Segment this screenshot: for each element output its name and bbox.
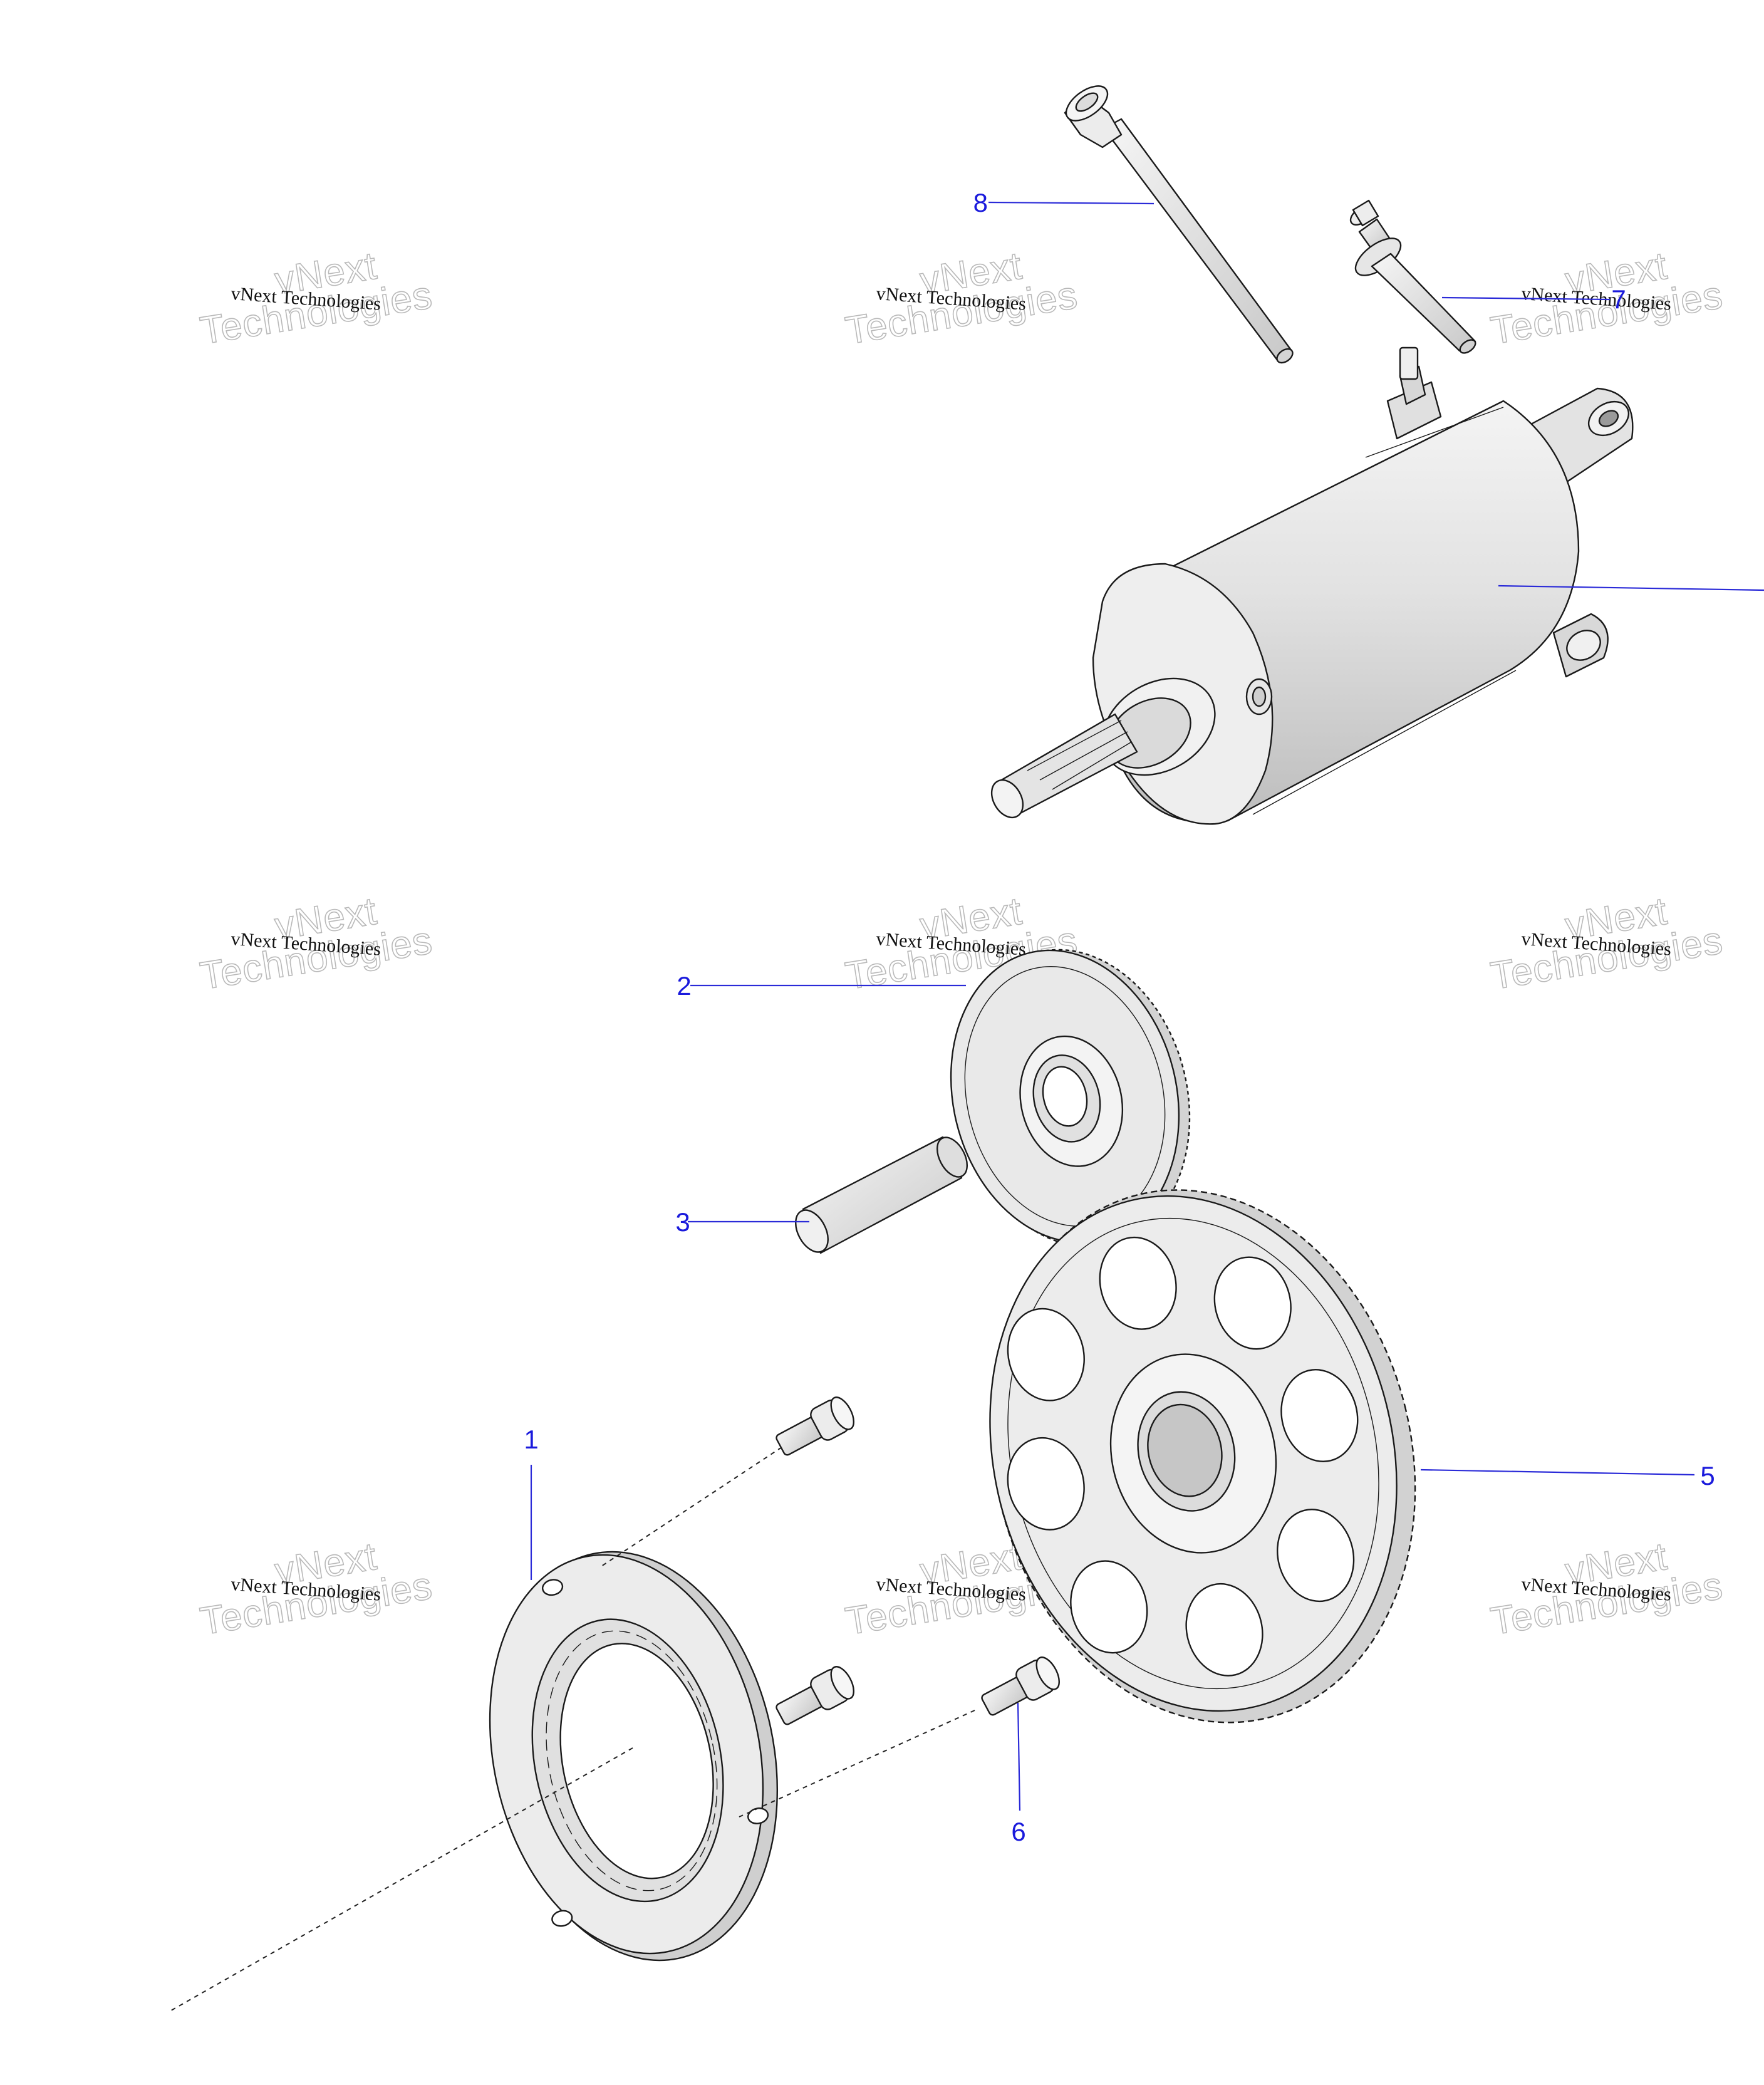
callout-5[interactable]: 5 bbox=[1700, 1461, 1715, 1490]
callout-7[interactable]: 7 bbox=[1611, 284, 1626, 314]
part-6-cap-screws[interactable] bbox=[772, 1394, 1064, 1732]
callout-8[interactable]: 8 bbox=[973, 188, 988, 217]
part-7-stud-bolt[interactable] bbox=[1347, 199, 1478, 356]
part-8-long-bolt[interactable] bbox=[1061, 79, 1295, 365]
part-5-starter-driven-gear[interactable] bbox=[936, 1145, 1470, 1768]
part-3-shaft-pin[interactable] bbox=[789, 1133, 973, 1258]
part-1-starter-clutch[interactable] bbox=[454, 1525, 813, 1987]
part-4-starter-motor[interactable] bbox=[985, 346, 1634, 825]
callout-6[interactable]: 6 bbox=[1011, 1817, 1025, 1846]
callouts: 8 7 2 3 1 5 6 bbox=[524, 188, 1715, 1846]
leader-lines bbox=[530, 201, 1764, 1811]
callout-3[interactable]: 3 bbox=[675, 1207, 690, 1237]
assembly-lines bbox=[167, 1447, 975, 2013]
part-2-idler-gear[interactable] bbox=[921, 923, 1220, 1273]
callout-1[interactable]: 1 bbox=[524, 1425, 538, 1454]
callout-2[interactable]: 2 bbox=[677, 971, 691, 1001]
